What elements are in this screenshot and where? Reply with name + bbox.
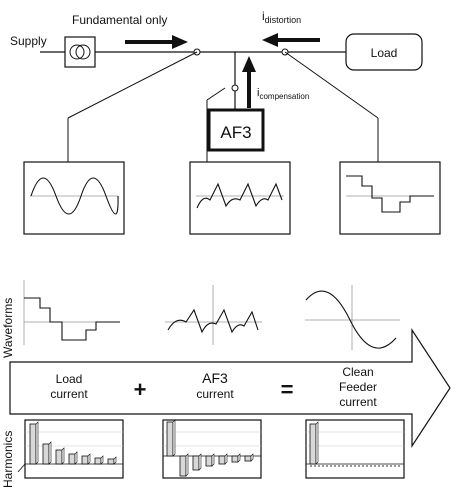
scope-supply-wave xyxy=(30,177,119,215)
waveforms-label: Waveforms xyxy=(1,298,15,358)
load-harmonic-bar-side xyxy=(113,456,117,465)
load-harmonic-bar xyxy=(68,453,76,465)
load-harmonic-bar xyxy=(42,443,50,465)
load-harmonic-bar-side xyxy=(48,441,52,465)
transformer-coil-left xyxy=(69,44,85,60)
load-harmonic-bar xyxy=(107,458,115,465)
fundamental-only-label: Fundamental only xyxy=(72,13,167,27)
leader-right-a xyxy=(284,51,379,119)
af3-harmonic-bar xyxy=(218,455,226,465)
af3-harmonic-bar-side xyxy=(211,453,215,467)
af3-current-line1: AF3 xyxy=(202,370,228,386)
af3-harmonic-bar-side xyxy=(185,453,189,477)
load-harmonic-bar xyxy=(55,449,63,465)
plus-sign: + xyxy=(134,377,147,402)
node-af3 xyxy=(231,84,239,92)
clean-line1: Clean xyxy=(342,365,373,379)
compensation-arrow-head xyxy=(242,56,256,72)
load-harmonics-panel xyxy=(17,419,124,479)
af3-waveform xyxy=(167,308,259,334)
af3-label: AF3 xyxy=(220,123,251,142)
load-waveform xyxy=(24,297,120,341)
distortion-arrow-head xyxy=(262,33,278,47)
af3-harmonic-bar xyxy=(179,455,187,477)
clean-waveform xyxy=(305,290,397,349)
af3-harmonic-bar-side xyxy=(172,419,176,457)
af3-harmonic-bar-side xyxy=(250,453,254,462)
af3-harmonics-bars xyxy=(166,419,254,477)
af3-harmonic-bar-side xyxy=(224,453,228,465)
clean-harmonics-panel xyxy=(305,419,405,479)
scope-load xyxy=(339,161,441,235)
equals-sign: = xyxy=(281,377,294,402)
af3-harmonic-bar-side xyxy=(237,453,241,463)
af3-harmonic-bar xyxy=(192,455,200,471)
clean-line3: current xyxy=(339,395,377,409)
af3-harmonic-bar xyxy=(205,455,213,467)
load-box xyxy=(345,33,423,71)
scope-load-wave xyxy=(346,175,434,213)
af3-harmonics-panel xyxy=(162,419,262,479)
af3-harmonic-bar xyxy=(244,455,252,462)
load-harmonic-bar xyxy=(29,423,37,465)
af3-harmonic-bar xyxy=(231,455,239,463)
leader-left-a xyxy=(67,51,198,119)
load-harmonics-bars xyxy=(29,421,117,465)
load-harmonic-bar-side xyxy=(35,421,39,465)
load-harmonic-bar-side xyxy=(74,451,78,465)
i-compensation-label: icompensation xyxy=(257,87,309,101)
load-harmonic-bar xyxy=(81,455,89,465)
summation-arrow xyxy=(9,327,451,449)
clean-harmonic-bar-side xyxy=(315,421,319,465)
af3-harmonic-bar-side xyxy=(198,453,202,471)
clean-harmonic-bar xyxy=(309,423,317,465)
leader-mid-a xyxy=(206,87,226,101)
i-distortion-label: idistortion xyxy=(262,9,301,25)
load-current-line1: Load xyxy=(56,372,83,386)
load-current-line2: current xyxy=(50,387,88,401)
scope-af3-wave xyxy=(196,182,283,209)
scope-supply xyxy=(23,161,125,235)
load-harmonic-bar xyxy=(94,457,102,465)
load-label: Load xyxy=(371,46,398,60)
af3-harmonic-bar xyxy=(166,421,174,457)
af3-box xyxy=(207,108,265,152)
harmonics-label: Harmonics xyxy=(1,431,15,488)
load-harmonic-bar-side xyxy=(87,453,91,465)
supply-label: Supply xyxy=(10,34,47,48)
load-harmonic-bar-side xyxy=(61,447,65,465)
af3-current-line2: current xyxy=(196,387,234,401)
load-harmonic-bar-side xyxy=(100,455,104,465)
transformer-coil-right xyxy=(75,44,91,60)
clean-line2: Feeder xyxy=(339,380,377,394)
clean-harmonics-bars xyxy=(309,421,319,465)
fundamental-arrow-head xyxy=(172,35,188,49)
